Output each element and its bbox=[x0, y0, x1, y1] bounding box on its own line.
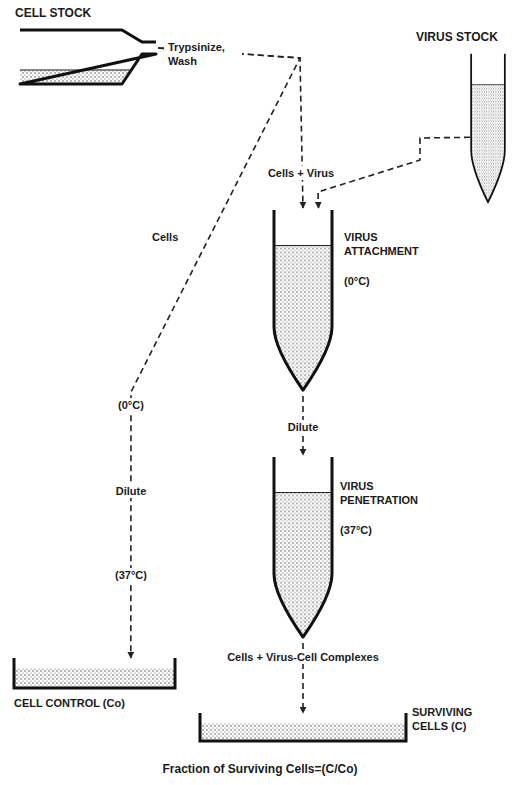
virus-stock-tube: VIRUS STOCK bbox=[412, 28, 519, 209]
dashed-arrow bbox=[318, 137, 470, 208]
surviving-dish: SURVIVING CELLS (C) bbox=[198, 705, 494, 745]
node-label: VIRUS STOCK bbox=[416, 30, 520, 46]
control-dish-outline bbox=[12, 658, 177, 690]
virus-stock-tube-outline bbox=[470, 52, 506, 207]
penetration-tube: VIRUS PENETRATION (37°C) bbox=[272, 455, 426, 645]
step-label: (37°C) bbox=[113, 568, 149, 582]
edge-label: Cells + Virus-Cell Complexes bbox=[225, 650, 381, 664]
node-label: CELL CONTROL (Co) bbox=[14, 696, 174, 710]
step-label: Trypsinize, Wash bbox=[166, 40, 242, 69]
attachment-tube-outline bbox=[272, 208, 334, 396]
node-label: SURVIVING CELLS (C) bbox=[412, 705, 492, 734]
edge-label: Dilute bbox=[286, 420, 321, 434]
node-label: VIRUS PENETRATION bbox=[340, 479, 424, 508]
node-label: (37°C) bbox=[340, 523, 400, 537]
step-label: Dilute bbox=[114, 484, 149, 498]
attachment-tube: VIRUS ATTACHMENT (0°C) bbox=[272, 208, 428, 398]
surviving-dish-outline bbox=[198, 713, 408, 743]
step-label: (0°C) bbox=[116, 398, 146, 412]
node-label: VIRUS ATTACHMENT bbox=[344, 230, 426, 259]
flask: CELL STOCK bbox=[10, 6, 160, 88]
dashed-arrow bbox=[158, 48, 303, 208]
node-label: (0°C) bbox=[344, 274, 404, 288]
node-label: CELL STOCK bbox=[15, 6, 125, 22]
penetration-tube-outline bbox=[272, 455, 334, 643]
caption: Fraction of Surviving Cells=(C/Co) bbox=[160, 762, 359, 778]
step-label: Cells + Virus bbox=[266, 166, 336, 180]
edge-label: Cells bbox=[150, 230, 180, 244]
flask-outline bbox=[18, 28, 158, 86]
control-dish: CELL CONTROL (Co) bbox=[12, 658, 179, 712]
